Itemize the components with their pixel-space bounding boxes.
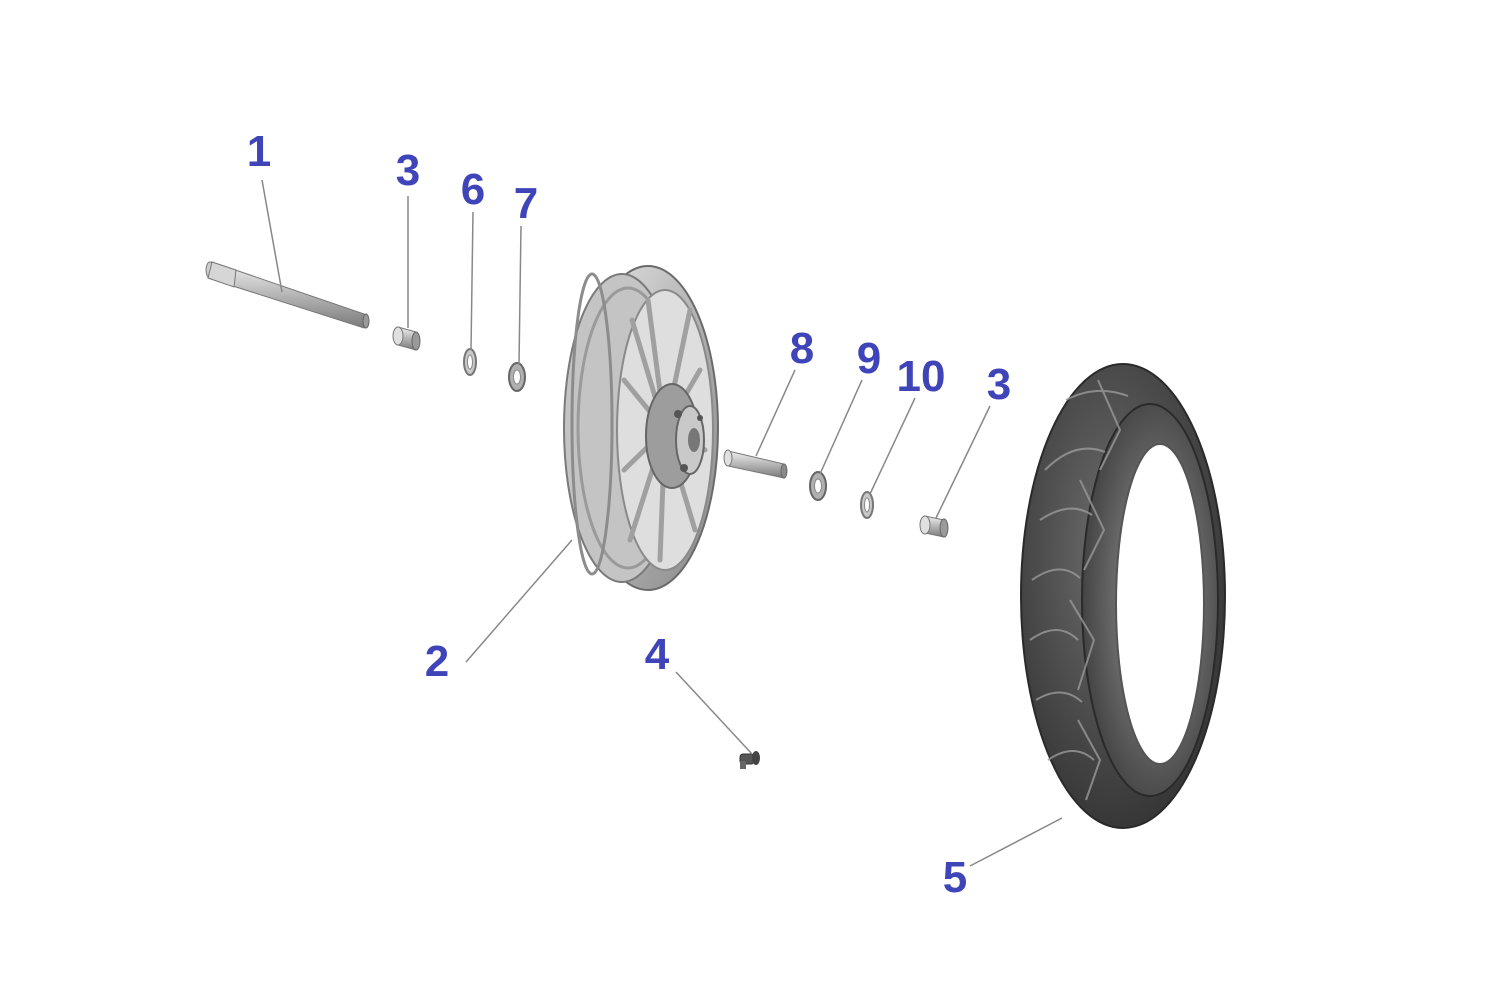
- leader-7: [518, 225, 522, 365]
- callout-3-right: 3: [986, 360, 1012, 409]
- part-spacer-right: [919, 515, 949, 538]
- callout-10: 10: [896, 352, 946, 401]
- leader-6: [470, 211, 474, 351]
- leader-5: [969, 817, 1063, 867]
- part-axle: [205, 261, 370, 329]
- callout-4: 4: [644, 630, 670, 679]
- leader-1: [261, 179, 283, 293]
- leader-8: [755, 369, 796, 457]
- part-hub-spacer: [723, 449, 788, 479]
- callout-5: 5: [942, 853, 968, 902]
- leader-9: [819, 379, 863, 475]
- leader-2: [465, 539, 573, 663]
- callout-1: 1: [246, 127, 272, 176]
- leader-3b: [935, 405, 991, 519]
- part-wheel-rim: [563, 265, 719, 591]
- leader-lines: [261, 179, 1063, 867]
- part-bearing-9: [809, 471, 827, 501]
- part-seal-10: [860, 491, 874, 519]
- callout-2: 2: [424, 637, 450, 686]
- callout-9: 9: [856, 334, 882, 383]
- callout-3-left: 3: [395, 146, 421, 195]
- callout-7: 7: [513, 179, 539, 228]
- callout-6: 6: [460, 165, 486, 214]
- leader-10: [869, 397, 916, 495]
- part-seal-6: [463, 348, 477, 376]
- callout-8: 8: [789, 324, 815, 373]
- part-spacer-left: [392, 326, 421, 351]
- part-valve: [739, 751, 760, 769]
- part-bearing-7: [508, 362, 526, 392]
- leader-4: [675, 671, 753, 755]
- part-tire: [1020, 363, 1226, 829]
